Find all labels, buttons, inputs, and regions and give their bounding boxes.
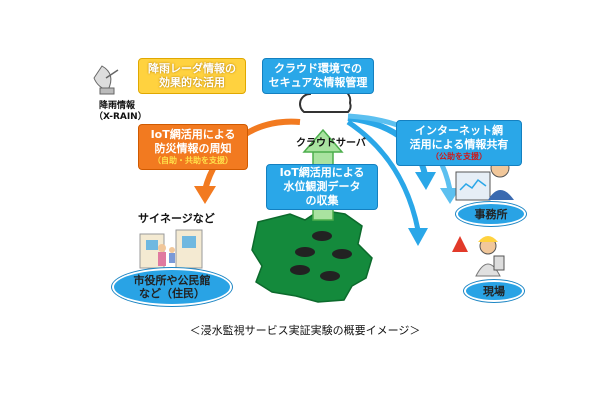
cloud-env-line1: クラウド環境での: [274, 62, 362, 76]
blue-arrow-3: [346, 119, 421, 231]
field-worker-icon: [452, 236, 505, 277]
blue-arrowhead-1: [415, 172, 436, 190]
blue-arrowhead-3: [408, 228, 428, 246]
map-region: [251, 209, 373, 303]
iot-collect-line1: IoT網活用による: [279, 166, 365, 180]
field-pill: 現場: [464, 280, 524, 302]
internet-note: （公助を支援）: [431, 151, 487, 161]
city-office-line1: 市役所や公民館: [133, 273, 211, 287]
city-office-pill: 市役所や公民館 など（住民）: [112, 268, 232, 306]
blue-arrowhead-2: [440, 188, 460, 204]
office-worker-icon: [455, 158, 514, 201]
iot-notify-line1: IoT網活用による: [150, 128, 236, 142]
internet-line2: 活用による情報共有: [409, 138, 509, 151]
cloud-server-label: クラウドサーバ: [296, 138, 366, 149]
field-label: 現場: [483, 285, 505, 298]
rain-radar-line1: 降雨レーダ情報の: [148, 62, 236, 76]
green-arrowhead: [302, 128, 344, 153]
internet-box: インターネット網 活用による情報共有 （公助を支援）: [396, 120, 522, 166]
iot-notify-box: IoT網活用による 防災情報の周知 （自助・共助を支援）: [138, 124, 248, 170]
iot-collect-line3: の収集: [305, 193, 339, 207]
cloud-env-box: クラウド環境での セキュアな情報管理: [262, 58, 374, 94]
city-office-line2: など（住民）: [139, 287, 205, 300]
signage-label: サイネージなど: [138, 212, 215, 225]
iot-notify-note: （自助・共助を支援）: [153, 155, 233, 165]
iot-collect-box: IoT網活用による 水位観測データ の収集: [266, 164, 378, 210]
radar-subtitle: （X-RAIN）: [94, 112, 147, 122]
radar-title: 降雨情報: [99, 101, 136, 111]
internet-line1: インターネット網: [415, 124, 503, 138]
office-pill: 事務所: [456, 202, 526, 226]
orange-arrowhead: [194, 186, 216, 204]
sensor-icons: [290, 231, 352, 281]
caption: ＜浸水監視サービス実証実験の概要イメージ＞: [189, 324, 421, 337]
iot-notify-line2: 防災情報の周知: [154, 142, 232, 155]
rain-radar-box: 降雨レーダ情報の 効果的な活用: [138, 58, 246, 94]
signage-scene: [139, 229, 203, 269]
radar-dish-icon: [93, 65, 119, 95]
rain-radar-line2: 効果的な活用: [159, 76, 225, 89]
iot-collect-line2: 水位観測データ: [283, 180, 361, 194]
office-label: 事務所: [474, 208, 508, 221]
cloud-env-line2: セキュアな情報管理: [268, 76, 368, 89]
